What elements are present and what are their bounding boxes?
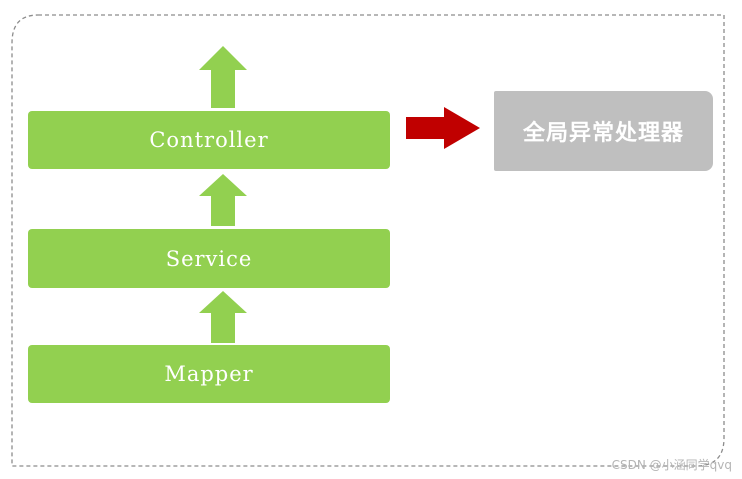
global-exception-handler-box: 全局异常处理器 [494, 91, 713, 171]
up-arrow-top [199, 46, 247, 108]
service-layer: Service [28, 229, 390, 288]
service-label: Service [165, 246, 253, 271]
mapper-layer: Mapper [28, 345, 390, 403]
handler-label: 全局异常处理器 [522, 121, 684, 146]
controller-layer: Controller [28, 111, 390, 169]
right-arrow [406, 107, 480, 149]
mapper-label: Mapper [164, 362, 254, 386]
watermark: CSDN @小涵同学qvq [611, 458, 732, 472]
controller-label: Controller [149, 128, 269, 152]
up-arrow-service-to-controller [199, 174, 247, 226]
up-arrow-mapper-to-service [199, 291, 247, 343]
